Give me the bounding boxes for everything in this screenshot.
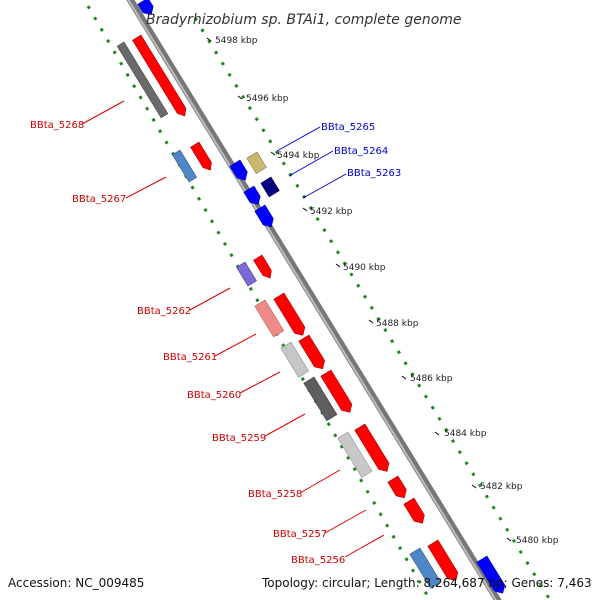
gene-feature-BBta_5259[interactable] (303, 369, 355, 422)
tick-label: 5480 kbp (516, 536, 559, 546)
tick-label: 5494 kbp (277, 151, 320, 161)
tick-mark (401, 375, 407, 380)
gene-feature-BBta_5260[interactable] (280, 334, 328, 378)
tick-label: 5496 kbp (246, 94, 289, 104)
accession-text: Accession: NC_009485 (8, 576, 144, 590)
gene-feature-BBta_5262[interactable] (236, 254, 274, 287)
genome-backbone-highlight (127, 0, 497, 600)
tick-mark (206, 37, 212, 42)
gene-feature-BBta_5256[interactable] (403, 497, 428, 526)
tick-mark (237, 95, 243, 100)
tick-label: 5482 kbp (480, 482, 523, 492)
gene-feature-BBta_5264[interactable] (243, 176, 280, 208)
gene-feature-BBta_5265[interactable] (229, 151, 267, 183)
tick-label: 5498 kbp (215, 36, 258, 46)
tick-mark (302, 207, 308, 212)
leader-lines-reverse (81, 100, 385, 558)
tick-label: 5484 kbp (444, 429, 487, 439)
gene-label: BBta_5261 (163, 352, 217, 363)
tick-mark (335, 263, 341, 268)
tick-label: 5488 kbp (376, 319, 419, 329)
gene-feature-BBta_5258[interactable] (337, 423, 392, 478)
gene-feature-BBta_5267[interactable] (171, 141, 214, 183)
tick-label: 5492 kbp (310, 207, 353, 217)
tick-mark (368, 319, 374, 324)
gene-feature-BBta_5268[interactable] (116, 34, 189, 119)
gene-label: BBta_5262 (137, 306, 191, 317)
gene-feature-bottom-blue[interactable] (476, 555, 508, 596)
gene-label: BBta_5259 (212, 433, 266, 444)
gene-label: BBta_5257 (273, 529, 327, 540)
tick-mark (506, 537, 512, 542)
gene-label: BBta_5263 (347, 168, 401, 179)
tick-marks (206, 37, 512, 542)
gene-label: BBta_5267 (72, 194, 126, 205)
tick-mark (434, 431, 440, 436)
gene-label: BBta_5265 (321, 122, 375, 133)
gene-feature-BBta_5263[interactable] (254, 204, 277, 230)
page-title: Bradyrhizobium sp. BTAi1, complete genom… (146, 12, 462, 28)
outer-dotted-track (193, 17, 552, 600)
tick-mark (471, 484, 477, 489)
tick-label: 5486 kbp (410, 374, 453, 384)
gene-feature-BBta_5257[interactable] (387, 475, 410, 501)
gene-label: BBta_5258 (248, 489, 302, 500)
gene-label: BBta_5264 (334, 146, 388, 157)
tick-mark (270, 151, 276, 156)
genome-backbone (126, 0, 502, 600)
gene-label: BBta_5268 (30, 120, 84, 131)
leader-lines-forward (276, 126, 347, 199)
topology-text: Topology: circular; Length: 8,264,687 bp… (261, 576, 592, 590)
gene-feature-BBta_5261[interactable] (254, 292, 308, 338)
tick-label: 5490 kbp (343, 263, 386, 273)
gene-feature-bottom-pair[interactable] (409, 539, 461, 589)
gene-feature-top-blue[interactable] (137, 0, 157, 18)
gene-label: BBta_5256 (291, 555, 345, 566)
gene-label: BBta_5260 (187, 390, 241, 401)
